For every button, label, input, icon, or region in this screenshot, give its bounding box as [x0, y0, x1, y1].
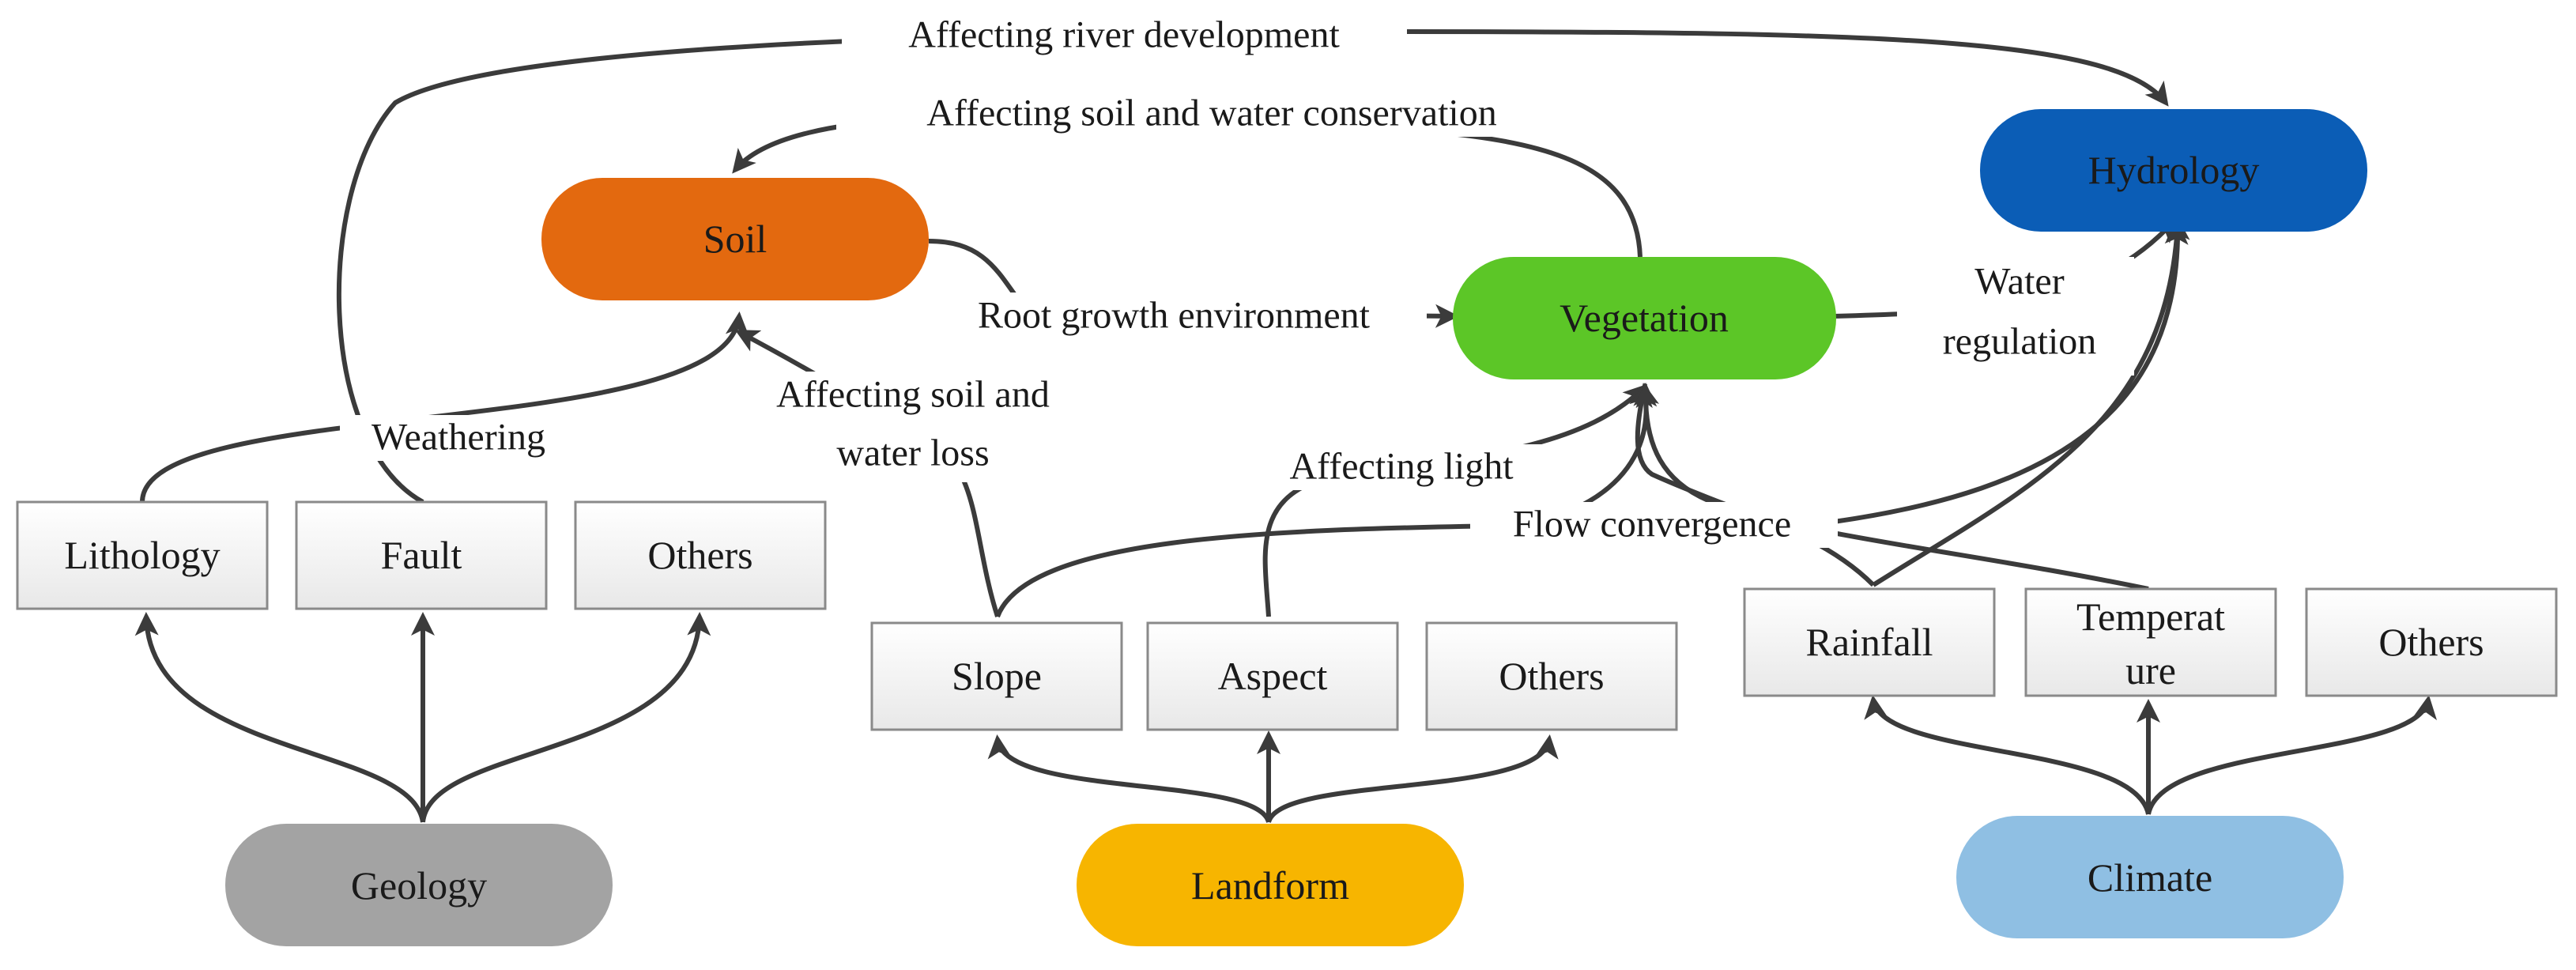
climate-others-box-shape	[2305, 587, 2558, 697]
geology-others-label: Others	[647, 533, 752, 577]
vegetation-node: Vegetation	[1453, 257, 1836, 379]
water-regulation-label-line1: Water	[1974, 261, 2064, 303]
climate-node-shape	[1956, 816, 2344, 938]
temperature-label-line1: Temperat	[2076, 594, 2225, 639]
temperature-box: Temperat ure	[2024, 587, 2277, 697]
vegetation-node-shape	[1453, 257, 1836, 379]
climate-to-rainfall-arrow	[1864, 695, 2151, 815]
landform-others-box: Others	[1425, 621, 1678, 731]
landform-to-others-arrow	[1266, 734, 1559, 824]
landform-node-shape	[1077, 824, 1464, 946]
aspect-box-shape	[1146, 621, 1399, 731]
geology-to-lithology-arrow	[134, 612, 425, 823]
aspect-label: Aspect	[1218, 654, 1328, 698]
soil-node-shape	[541, 178, 929, 300]
climate-others-box: Others	[2305, 587, 2558, 697]
root-growth-label: Root growth environment	[978, 295, 1371, 337]
fault-label: Fault	[381, 533, 462, 577]
temperature-box-shape	[2024, 587, 2277, 697]
rainfall-box-shape	[1743, 587, 1996, 697]
river-development-label: Affecting river development	[908, 14, 1340, 56]
rainfall-to-hydrology-arrow	[1872, 221, 2189, 587]
flow-convergence-label: Flow convergence	[1513, 504, 1791, 545]
rainfall-box: Rainfall	[1743, 587, 1996, 697]
hydrology-label: Hydrology	[2088, 148, 2260, 192]
geology-label: Geology	[351, 863, 487, 908]
slope-label: Slope	[952, 654, 1042, 698]
climate-label: Climate	[2088, 855, 2212, 900]
geology-node-shape	[225, 824, 613, 946]
soil-water-loss-label-line2: water loss	[836, 432, 989, 474]
geology-others-box-shape	[574, 500, 827, 610]
soil-water-loss-label-line1: Affecting soil and	[776, 374, 1050, 416]
slope-flow-convergence-arrow	[995, 383, 1660, 618]
temperature-to-vegetation-arrow	[1633, 383, 2149, 591]
water-regulation-label-line2: regulation	[1943, 321, 2097, 363]
soil-node: Soil	[541, 178, 929, 300]
climate-node: Climate	[1956, 816, 2344, 938]
rainfall-label: Rainfall	[1805, 620, 1933, 664]
climate-to-others-arrow	[2146, 695, 2437, 815]
lithology-box: Lithology	[16, 500, 269, 610]
weathering-label: Weathering	[372, 417, 545, 459]
fault-box: Fault	[295, 500, 548, 610]
landform-others-box-shape	[1425, 621, 1678, 731]
lithology-box-shape	[16, 500, 269, 610]
vegetation-label: Vegetation	[1560, 296, 1729, 340]
hydrology-node-shape	[1980, 109, 2367, 232]
lithology-label: Lithology	[64, 533, 220, 577]
geology-to-others-arrow	[421, 612, 711, 823]
landform-node: Landform	[1077, 824, 1464, 946]
fault-box-shape	[295, 500, 548, 610]
climate-others-label: Others	[2378, 620, 2484, 664]
affecting-light-label: Affecting light	[1289, 446, 1514, 488]
temperature-label-line2: ure	[2125, 648, 2176, 693]
hydrology-node: Hydrology	[1980, 109, 2367, 232]
geology-node: Geology	[225, 824, 613, 946]
geology-others-box: Others	[574, 500, 827, 610]
aspect-box: Aspect	[1146, 621, 1399, 731]
lithology-to-soil-arrow	[140, 311, 749, 503]
slope-box-shape	[870, 621, 1123, 731]
slope-box: Slope	[870, 621, 1123, 731]
rainfall-to-vegetation-arrow	[1629, 383, 1876, 587]
landform-label: Landform	[1191, 863, 1349, 908]
landform-to-slope-arrow	[987, 734, 1271, 824]
soil-water-conservation-label: Affecting soil and water conservation	[926, 92, 1497, 134]
soil-label: Soil	[703, 217, 768, 261]
landform-others-label: Others	[1499, 654, 1604, 698]
